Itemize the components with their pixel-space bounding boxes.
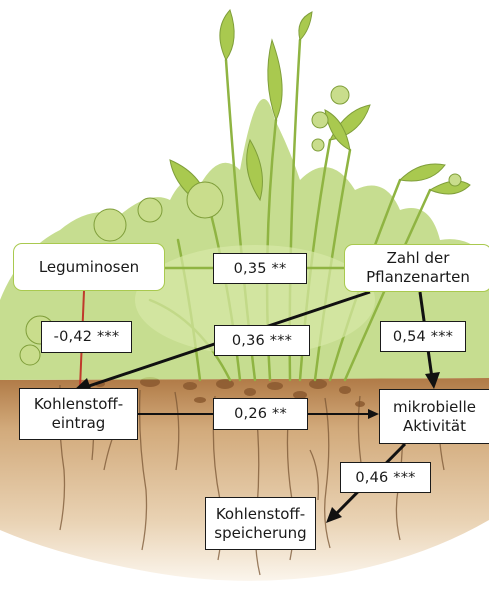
coef-eintrag-aktivitaet-value: 0,26 **	[234, 406, 287, 422]
coef-pflanzen-aktivitaet: 0,54 ***	[380, 321, 466, 352]
node-speicherung: Kohlenstoff- speicherung	[205, 497, 316, 550]
coef-pflanzen-leguminosen-value: 0,35 **	[234, 261, 287, 277]
node-kohlenstoffeintrag: Kohlenstoff- eintrag	[19, 388, 138, 440]
node-speicherung-label: Kohlenstoff- speicherung	[214, 505, 306, 543]
coef-pflanzen-leguminosen: 0,35 **	[213, 253, 307, 284]
node-pflanzenarten: Zahl der Pflanzenarten	[344, 244, 489, 292]
coef-pflanzen-eintrag: 0,36 ***	[214, 325, 310, 356]
coef-eintrag-aktivitaet: 0,26 **	[213, 398, 308, 430]
node-leguminosen: Leguminosen	[13, 243, 165, 291]
node-kohlenstoffeintrag-label: Kohlenstoff- eintrag	[34, 395, 123, 433]
node-leguminosen-label: Leguminosen	[39, 258, 139, 277]
coef-leguminosen-eintrag: -0,42 ***	[41, 321, 132, 353]
coef-aktivitaet-speicherung-value: 0,46 ***	[355, 470, 415, 486]
coef-aktivitaet-speicherung: 0,46 ***	[340, 462, 431, 493]
node-pflanzenarten-label: Zahl der Pflanzenarten	[366, 249, 470, 287]
coef-pflanzen-eintrag-value: 0,36 ***	[232, 333, 292, 349]
node-aktivitaet-label: mikrobielle Aktivität	[393, 398, 476, 436]
coef-leguminosen-eintrag-value: -0,42 ***	[54, 329, 120, 345]
coef-pflanzen-aktivitaet-value: 0,54 ***	[393, 329, 453, 345]
node-aktivitaet: mikrobielle Aktivität	[379, 389, 489, 444]
